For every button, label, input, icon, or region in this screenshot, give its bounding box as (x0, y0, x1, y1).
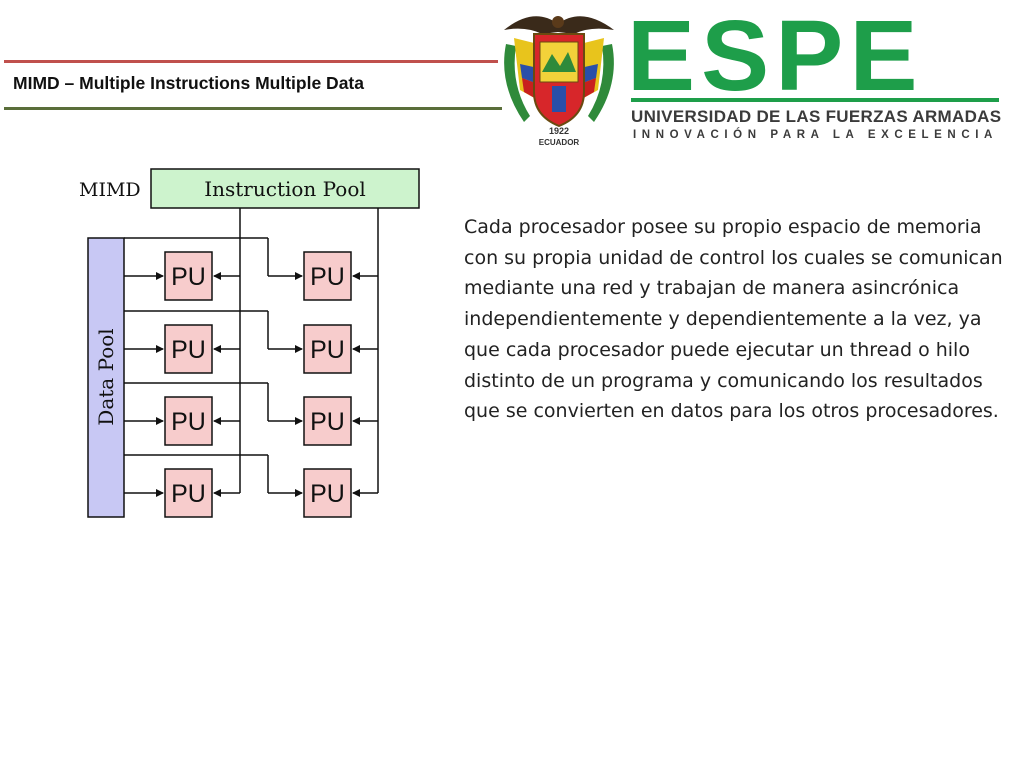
pu-label: PU (310, 263, 345, 291)
espe-wordmark: ESPE (627, 0, 924, 112)
pu-label: PU (171, 336, 206, 364)
pu-label: PU (171, 263, 206, 291)
coat-of-arms-icon: 1922 ECUADOR (504, 16, 614, 147)
pu-box: PU (303, 396, 352, 446)
data-pool-box: Data Pool (87, 237, 125, 518)
description-paragraph: Cada procesador posee su propio espacio … (464, 216, 1003, 423)
pu-box: PU (164, 251, 213, 301)
pu-label: PU (171, 480, 206, 508)
emblem-country: ECUADOR (539, 138, 580, 147)
data-pool-label: Data Pool (94, 328, 118, 425)
header-rule-bottom (4, 107, 502, 110)
espe-logo: 1922 ECUADOR ESPE UNIVERSIDAD DE LAS FUE… (494, 4, 1020, 150)
pu-label: PU (171, 408, 206, 436)
emblem-year: 1922 (549, 126, 569, 136)
pu-label: PU (310, 480, 345, 508)
pu-box: PU (164, 468, 213, 518)
slide-title: MIMD – Multiple Instructions Multiple Da… (13, 73, 364, 93)
pu-label: PU (310, 408, 345, 436)
pu-box: PU (303, 324, 352, 374)
pu-box: PU (164, 396, 213, 446)
pu-grid: PU PU PU PU PU PU PU PU (124, 237, 378, 518)
pu-label: PU (310, 336, 345, 364)
university-name: UNIVERSIDAD DE LAS FUERZAS ARMADAS (631, 107, 1002, 126)
instruction-pool-box: Instruction Pool (150, 168, 420, 209)
pu-box: PU (303, 468, 352, 518)
university-motto: INNOVACIÓN PARA LA EXCELENCIA (633, 129, 998, 141)
mimd-corner-label: MIMD (79, 179, 141, 201)
espe-underline (631, 98, 999, 102)
pu-box: PU (164, 324, 213, 374)
instruction-pool-label: Instruction Pool (204, 177, 366, 201)
header-rule-top (4, 60, 498, 63)
pu-box: PU (303, 251, 352, 301)
